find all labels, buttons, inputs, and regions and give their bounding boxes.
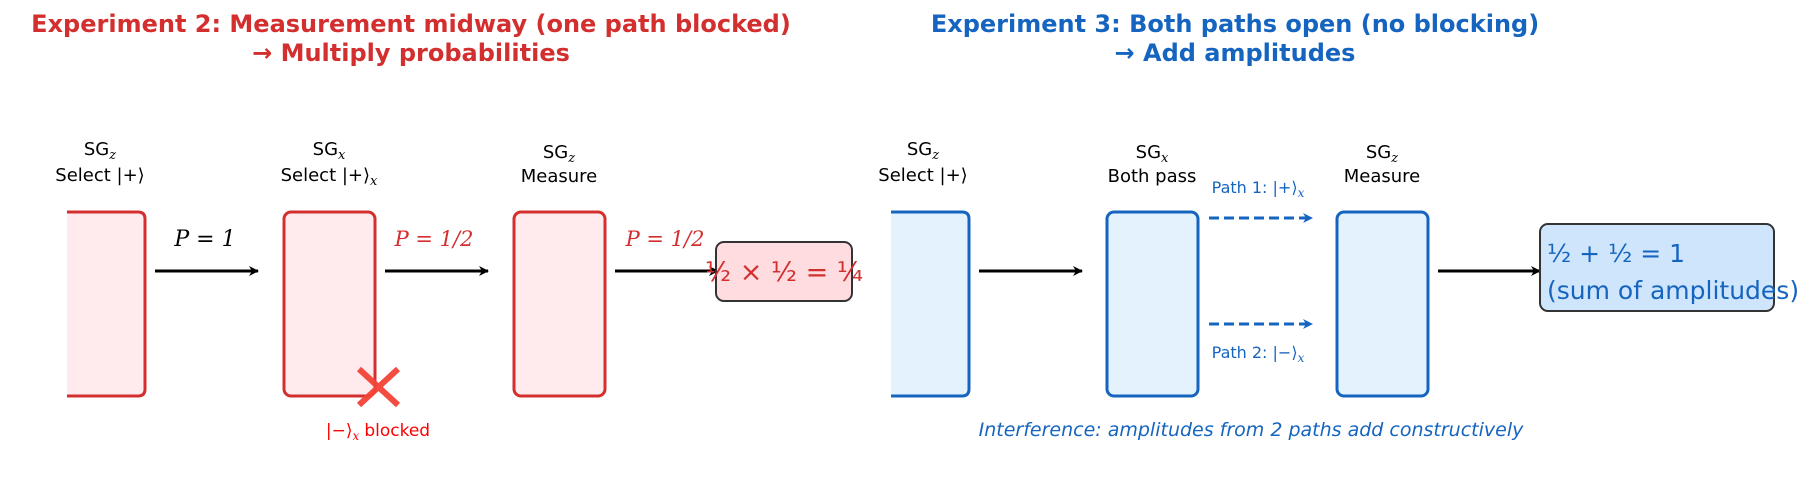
exp3-box2-sub: x <box>1161 151 1169 166</box>
exp2-box1 <box>67 210 147 398</box>
exp2-arrow3-label: P = 1/2 <box>625 227 705 251</box>
exp2-box3 <box>512 210 607 398</box>
svg-text:SGz: SGz <box>84 139 116 163</box>
exp3-box1 <box>891 210 971 398</box>
exp2-box3-label: SGz Measure <box>521 142 598 187</box>
svg-text:SGx: SGx <box>1136 142 1169 166</box>
svg-text:SGz: SGz <box>1366 142 1398 166</box>
blocked-cross-icon <box>356 366 401 408</box>
exp3-box2 <box>1105 210 1200 398</box>
exp2-title-line2: → Multiply probabilities <box>252 39 570 67</box>
exp3-box2-line2: Both pass <box>1108 166 1197 187</box>
exp3-result-line1: ½ + ½ = 1 <box>1547 239 1685 268</box>
exp3-title-line1: Experiment 3: Both paths open (no blocki… <box>931 10 1539 38</box>
exp2-box2-sg: SG <box>313 139 338 160</box>
exp3-box1-sg: SG <box>907 139 932 160</box>
exp2-box2-line2: Select |+⟩ <box>281 165 370 186</box>
exp2-box1-label: SGz Select |+⟩ <box>55 139 144 186</box>
exp2-box1-line2: Select |+⟩ <box>55 165 144 186</box>
exp3-box2-label: SGx Both pass <box>1108 142 1197 187</box>
exp3-box2-sg: SG <box>1136 142 1161 163</box>
exp3-box1-label: SGz Select |+⟩ <box>878 139 967 186</box>
exp2-result-box <box>715 241 853 302</box>
exp2-box3-sg: SG <box>543 142 568 163</box>
exp3-box3-sub: z <box>1390 151 1398 166</box>
exp3-path1-label: Path 1: |+⟩x <box>1212 178 1305 200</box>
exp2-arrow1-label: P = 1 <box>173 227 235 252</box>
exp3-title-line2: → Add amplitudes <box>1115 39 1356 67</box>
svg-text:SGz: SGz <box>543 142 575 166</box>
exp3-box1-line2: Select |+⟩ <box>878 165 967 186</box>
exp2-box1-sg: SG <box>84 139 109 160</box>
exp2-box2-label: SGx Select |+⟩x <box>281 139 378 189</box>
experiment-3: Experiment 3: Both paths open (no blocki… <box>878 10 1799 441</box>
exp3-footnote: Interference: amplitudes from 2 paths ad… <box>979 419 1524 441</box>
exp2-box2-line2-sub: x <box>370 174 378 189</box>
exp3-result-box <box>1539 223 1775 312</box>
exp2-box2 <box>282 210 377 398</box>
exp3-box1-sub: z <box>931 148 939 163</box>
svg-text:SGz: SGz <box>907 139 939 163</box>
exp3-box3 <box>1335 210 1430 398</box>
svg-text:SGx: SGx <box>313 139 346 163</box>
exp2-arrow2-label: P = 1/2 <box>394 227 474 251</box>
exp3-result-line2: (sum of amplitudes) <box>1547 276 1799 305</box>
exp2-box3-sub: z <box>567 151 575 166</box>
svg-text:Select |+⟩x: Select |+⟩x <box>281 165 378 189</box>
exp2-box2-sub: x <box>338 148 346 163</box>
exp3-box3-line2: Measure <box>1344 166 1421 187</box>
exp2-title-line1: Experiment 2: Measurement midway (one pa… <box>31 10 791 38</box>
exp2-box3-line2: Measure <box>521 166 598 187</box>
exp3-box3-sg: SG <box>1366 142 1391 163</box>
exp2-result: ½ × ½ = ¼ <box>705 257 863 288</box>
experiment-2: Experiment 2: Measurement midway (one pa… <box>31 10 863 443</box>
exp2-box1-sub: z <box>108 148 116 163</box>
exp3-box3-label: SGz Measure <box>1344 142 1421 187</box>
exp3-path2-label: Path 2: |−⟩x <box>1212 343 1305 365</box>
